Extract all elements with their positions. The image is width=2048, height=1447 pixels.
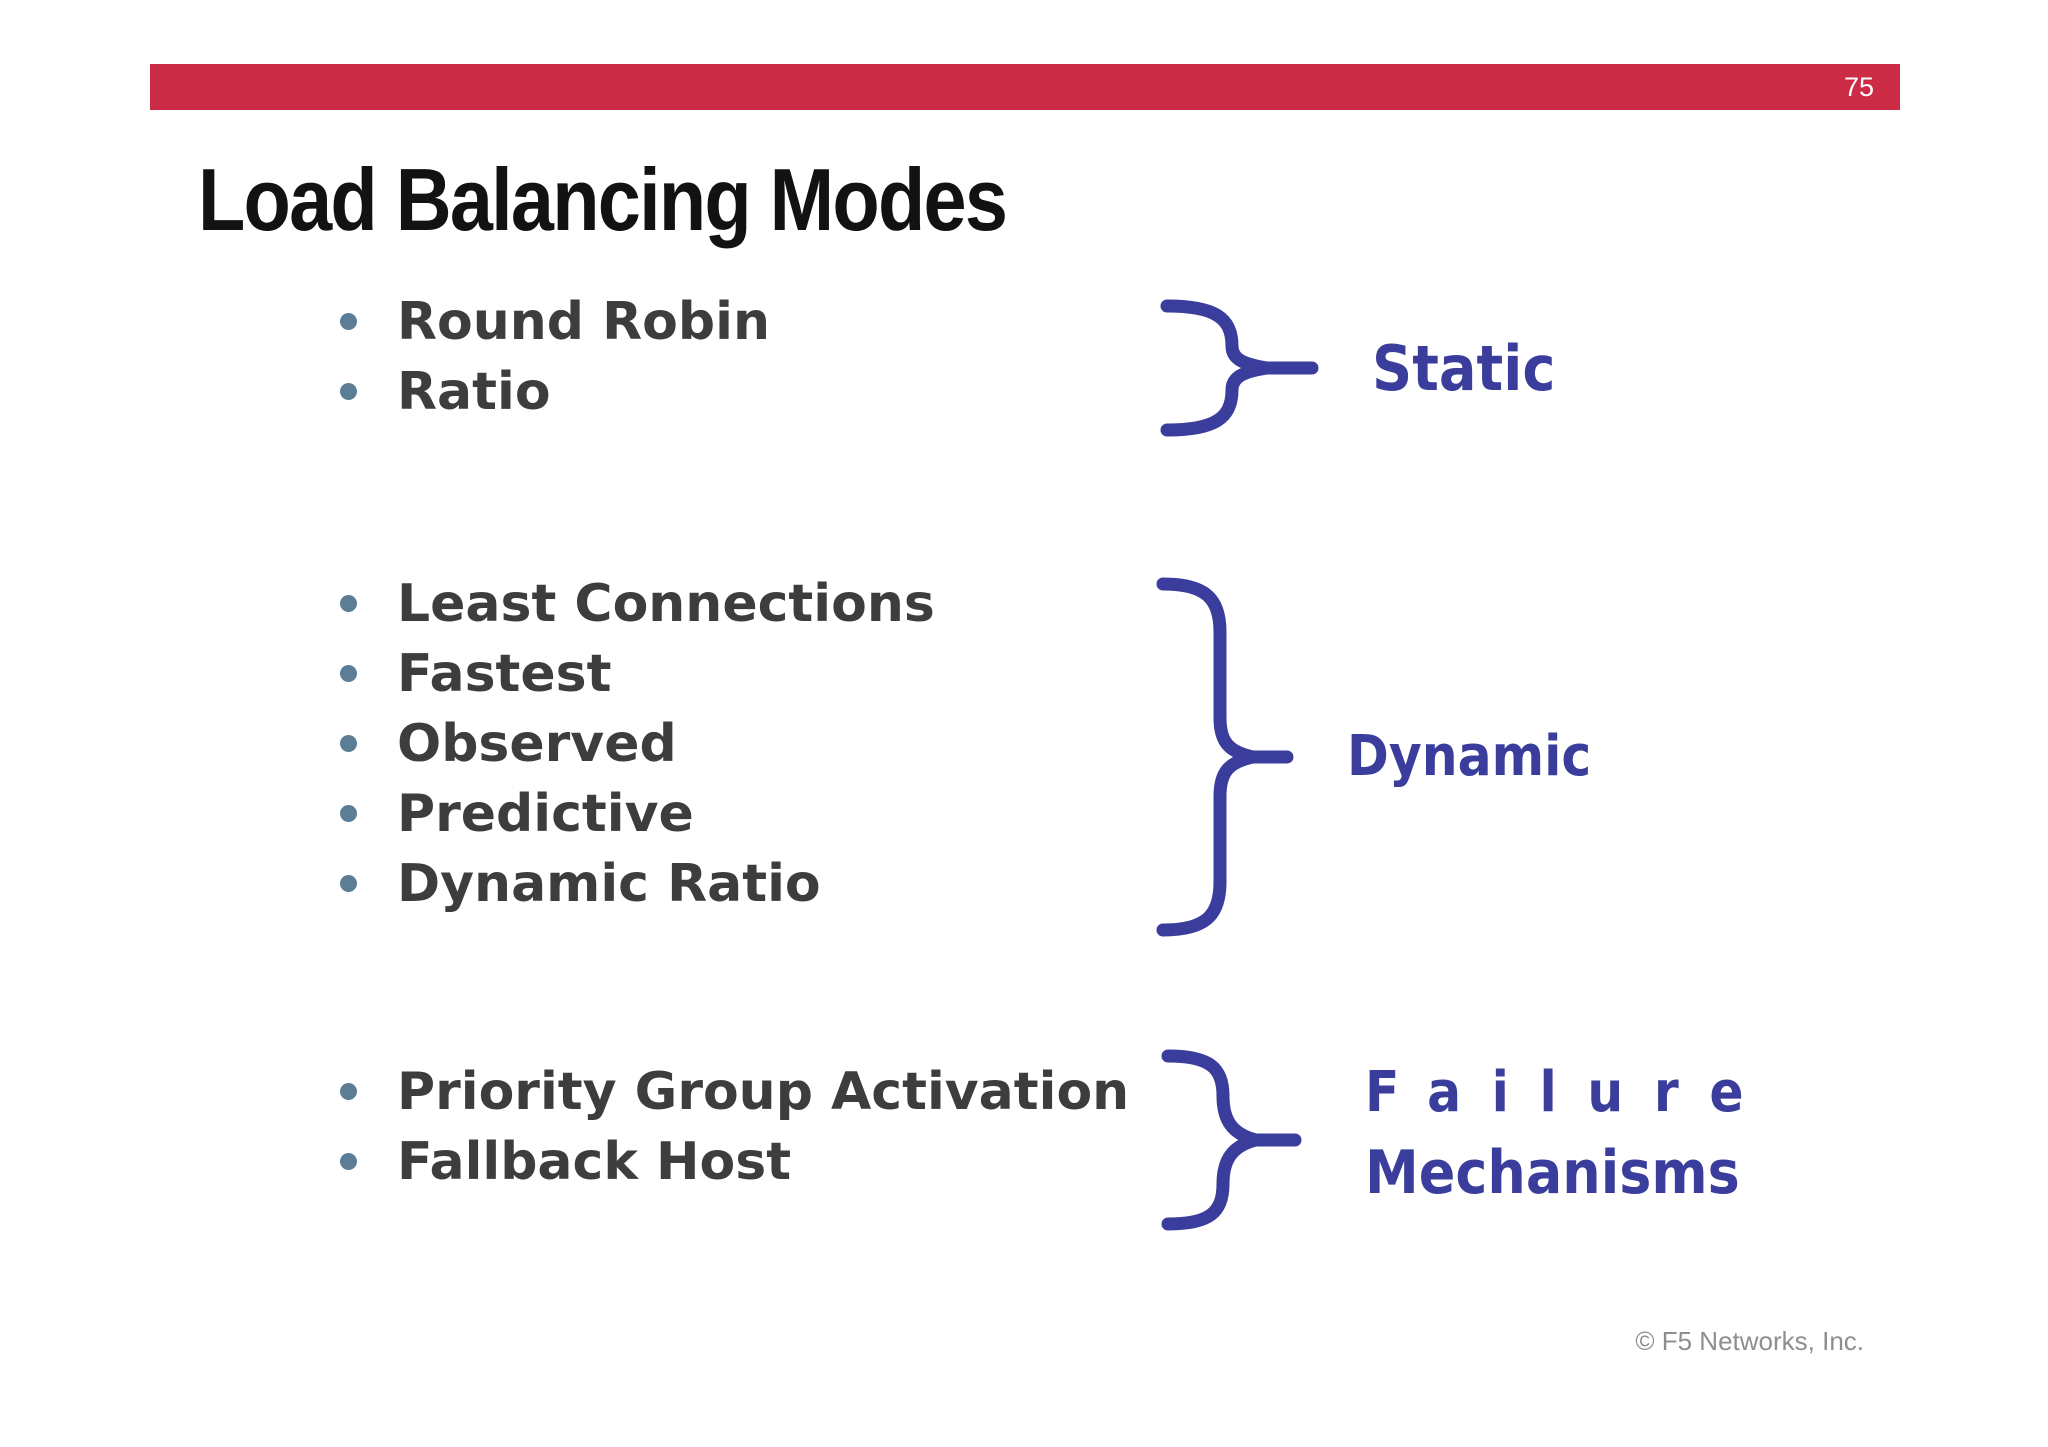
category-label-dynamic: Dynamic — [1347, 724, 1592, 789]
bullet-icon — [340, 805, 357, 822]
bullet-list-failure: Priority Group Activation Fallback Host — [338, 1057, 1129, 1197]
list-item: Predictive — [338, 779, 935, 849]
bullet-label: Fallback Host — [397, 1132, 792, 1192]
list-item: Round Robin — [338, 287, 770, 357]
bullet-icon — [340, 595, 357, 612]
bullet-icon — [340, 1083, 357, 1100]
bullet-icon — [340, 875, 357, 892]
header-bar: 75 — [150, 64, 1900, 110]
list-item: Fallback Host — [338, 1127, 1129, 1197]
list-item: Fastest — [338, 639, 935, 709]
bullet-label: Round Robin — [397, 292, 770, 352]
bullet-label: Ratio — [397, 362, 551, 422]
bullet-icon — [340, 735, 357, 752]
bullet-label: Priority Group Activation — [397, 1062, 1130, 1122]
list-item: Ratio — [338, 357, 770, 427]
bullet-list-static: Round Robin Ratio — [338, 287, 770, 427]
bullet-label: Predictive — [397, 784, 694, 844]
bullet-icon — [340, 665, 357, 682]
list-item: Least Connections — [338, 569, 935, 639]
bullet-icon — [340, 313, 357, 330]
category-label-line: Mechanisms — [1365, 1138, 1740, 1208]
bullet-list-dynamic: Least Connections Fastest Observed Predi… — [338, 569, 935, 919]
right-curly-brace-icon — [1161, 1049, 1302, 1231]
bullet-label: Observed — [397, 714, 677, 774]
category-label-static: Static — [1372, 332, 1556, 405]
page-title: Load Balancing Modes — [198, 150, 1008, 249]
page-number: 75 — [1843, 71, 1874, 102]
category-label-line: Failure — [1365, 1060, 1775, 1125]
list-item: Priority Group Activation — [338, 1057, 1129, 1127]
right-curly-brace-icon — [1160, 299, 1319, 437]
list-item: Dynamic Ratio — [338, 849, 935, 919]
bullet-label: Fastest — [397, 644, 612, 704]
category-label-failure: Failure Mechanisms — [1365, 1053, 1774, 1213]
footer-copyright: © F5 Networks, Inc. — [1635, 1326, 1864, 1356]
bullet-icon — [340, 1153, 357, 1170]
right-curly-brace-icon — [1156, 577, 1294, 937]
list-item: Observed — [338, 709, 935, 779]
bullet-icon — [340, 383, 357, 400]
bullet-label: Dynamic Ratio — [397, 854, 821, 914]
bullet-label: Least Connections — [397, 574, 935, 634]
